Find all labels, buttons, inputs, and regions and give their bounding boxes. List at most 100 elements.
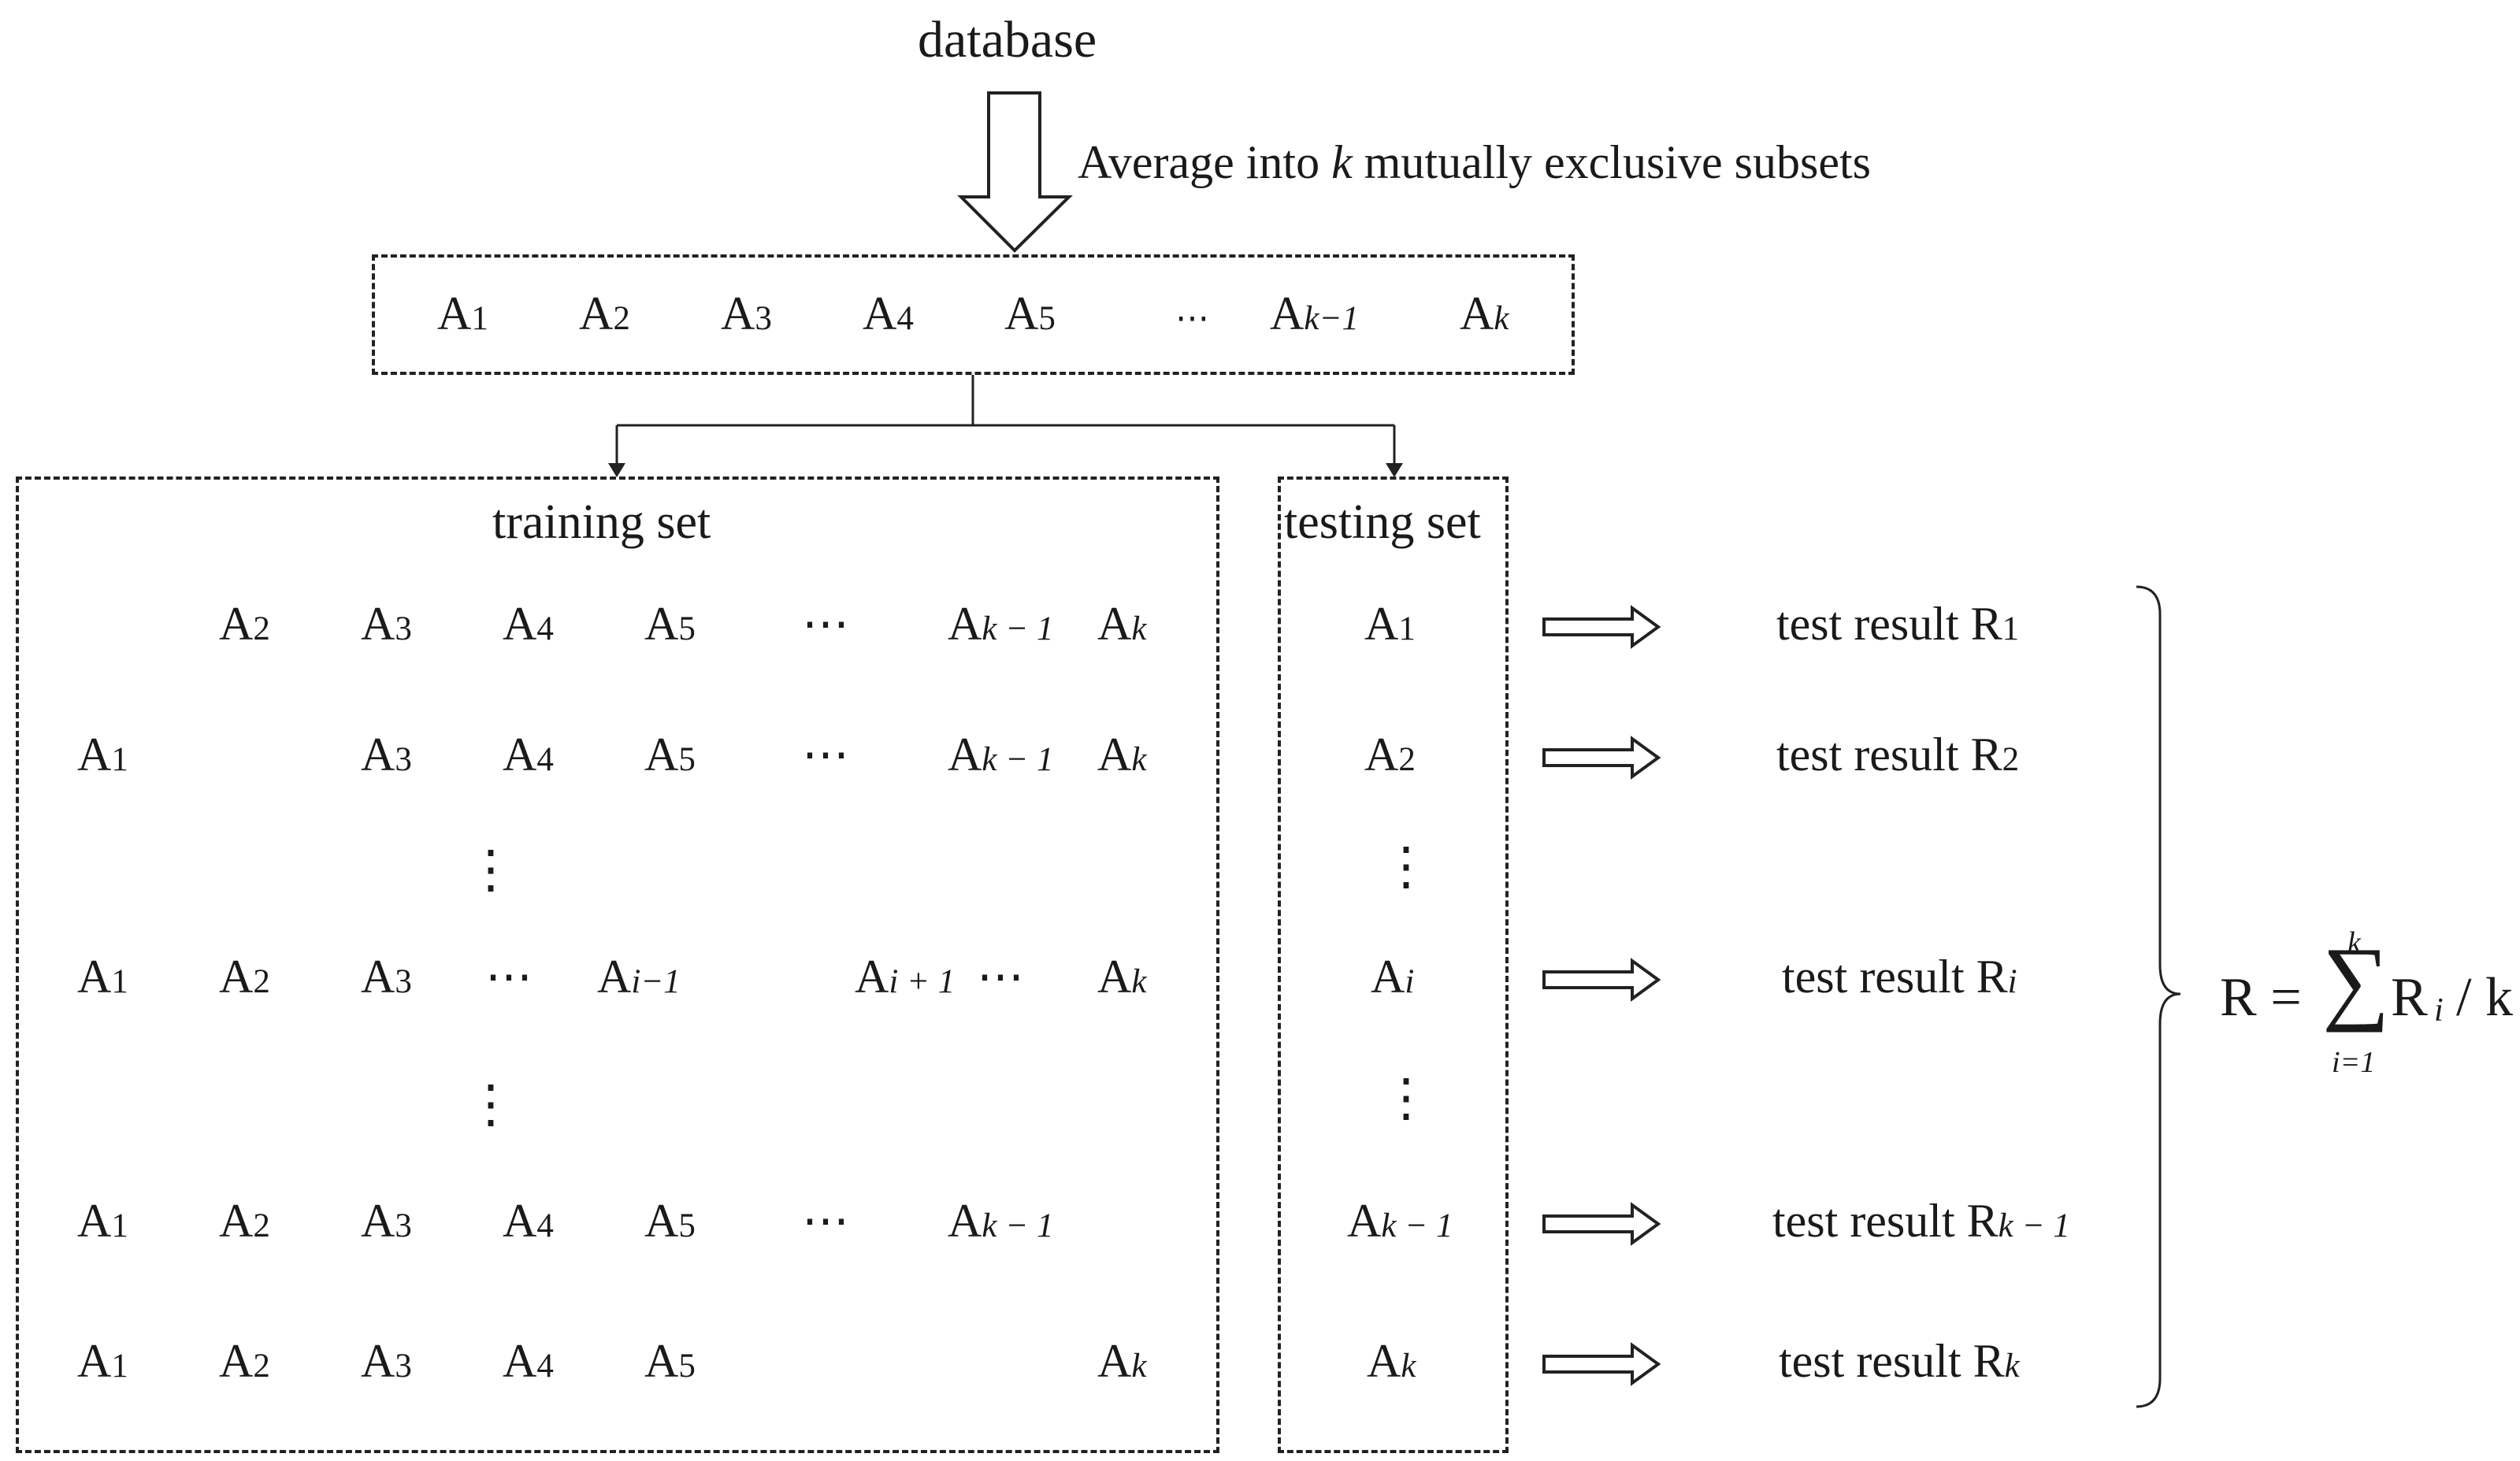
training-cell-r1-c3-subscript: 4 xyxy=(536,741,554,778)
training-cell-r1-c2-base: A xyxy=(361,729,395,781)
test-result-subscript-3: k − 1 xyxy=(1998,1207,2070,1244)
testing-cell-2-subscript: i xyxy=(1405,963,1415,1000)
training-cell-r4-c0-base: A xyxy=(77,1335,112,1387)
training-cell-r3-c2: A3 xyxy=(361,1197,412,1244)
training-cell-r2-c5-base: A xyxy=(855,951,889,1003)
split-label: Average into k mutually exclusive subset… xyxy=(1078,139,1871,186)
training-cell-r2-c1-base: A xyxy=(219,951,254,1003)
formula-upper: k xyxy=(2347,926,2361,959)
training-cell-r4-c3: A4 xyxy=(503,1337,554,1385)
subset-3-base: A xyxy=(863,287,897,339)
training-cell-r2-c5: Ai + 1 xyxy=(855,953,955,1000)
testing-cell-2-base: A xyxy=(1371,951,1405,1003)
training-cell-r1-c5: ⋯ xyxy=(802,731,849,778)
training-cell-r3-c3-subscript: 4 xyxy=(536,1207,554,1244)
testing-set-box xyxy=(1278,476,1509,1453)
subset-3: A4 xyxy=(863,290,914,337)
training-cell-r3-c6: Ak − 1 xyxy=(948,1197,1053,1244)
training-cell-r2-c6: ⋯ xyxy=(977,953,1024,1000)
subset-7-base: A xyxy=(1460,287,1494,339)
training-cell-r0-c1-subscript: 2 xyxy=(253,610,270,647)
training-cell-r0-c4: A5 xyxy=(644,600,696,647)
testing-cell-1-subscript: 2 xyxy=(1398,741,1416,778)
training-cell-r1-c7-subscript: k xyxy=(1131,741,1147,778)
training-cell-r4-c7-base: A xyxy=(1097,1335,1132,1387)
training-cell-r3-c1-subscript: 2 xyxy=(253,1207,270,1244)
subset-5: ⋯ xyxy=(1175,290,1209,337)
subset-7: Ak xyxy=(1460,290,1509,337)
training-cell-r0-c3-subscript: 4 xyxy=(536,610,554,647)
training-cell-r2-c0: A1 xyxy=(77,953,128,1000)
training-cell-r4-c4-base: A xyxy=(644,1335,679,1387)
training-cell-r4-c4-subscript: 5 xyxy=(678,1348,696,1385)
test-result-subscript-4: k xyxy=(2004,1348,2020,1385)
training-cell-r4-c1-base: A xyxy=(219,1335,254,1387)
test-result-0: test result R1 xyxy=(1776,600,2019,647)
training-cell-r0-c7-subscript: k xyxy=(1131,610,1147,647)
subset-4-subscript: 5 xyxy=(1038,300,1056,337)
training-cell-r4-c0: A1 xyxy=(77,1337,128,1385)
training-cell-r4-c2-base: A xyxy=(361,1335,395,1387)
training-cell-r4-c7: Ak xyxy=(1097,1337,1146,1385)
formula-sigma: ∑ xyxy=(2322,928,2390,1033)
training-cell-r1-c3-base: A xyxy=(503,729,537,781)
test-result-label-1: test result R xyxy=(1776,729,2002,781)
subset-5-subscript: ⋯ xyxy=(1175,300,1209,337)
training-cell-r0-c5-base: ⋯ xyxy=(802,598,849,650)
training-cell-r2-c7-base: A xyxy=(1097,951,1132,1003)
result-arrow-1 xyxy=(1542,736,1661,780)
result-arrow-0 xyxy=(1542,605,1661,649)
training-cell-r1-c6-base: A xyxy=(948,729,982,781)
training-cell-r0-c1: A2 xyxy=(219,600,270,647)
test-result-1: test result R2 xyxy=(1776,731,2019,778)
formula-lower: i=1 xyxy=(2332,1046,2376,1079)
training-cell-r2-c3: ⋯ xyxy=(485,953,533,1000)
formula-tail: / k xyxy=(2456,967,2513,1028)
subset-2-subscript: 3 xyxy=(755,300,772,337)
training-set-box xyxy=(16,476,1219,1453)
training-vdots-0: ⋮ xyxy=(465,841,517,899)
test-result-subscript-2: i xyxy=(2007,963,2017,1000)
training-cell-r4-c3-base: A xyxy=(503,1335,537,1387)
training-cell-r2-c4: Ai−1 xyxy=(597,953,681,1000)
test-result-label-4: test result R xyxy=(1779,1335,2005,1387)
training-cell-r3-c1-base: A xyxy=(219,1195,254,1247)
training-cell-r2-c2-subscript: 3 xyxy=(395,963,412,1000)
training-cell-r0-c2-base: A xyxy=(361,598,395,650)
testing-cell-1: A2 xyxy=(1364,731,1416,778)
subset-1-base: A xyxy=(579,287,614,339)
training-cell-r3-c2-base: A xyxy=(361,1195,395,1247)
split-label-pre: Average into xyxy=(1078,136,1332,188)
training-cell-r4-c1: A2 xyxy=(219,1337,270,1385)
training-cell-r4-c1-subscript: 2 xyxy=(253,1348,270,1385)
split-arrow xyxy=(957,91,1073,253)
testing-cell-4: Ak xyxy=(1367,1337,1416,1385)
training-cell-r1-c3: A4 xyxy=(503,731,554,778)
split-label-post: mutually exclusive subsets xyxy=(1352,136,1871,188)
training-cell-r3-c6-base: A xyxy=(948,1195,982,1247)
training-cell-r2-c2: A3 xyxy=(361,953,412,1000)
test-result-subscript-1: 2 xyxy=(2002,741,2020,778)
training-cell-r1-c7-base: A xyxy=(1097,729,1132,781)
training-cell-r3-c5-base: ⋯ xyxy=(802,1195,849,1247)
formula-term: R xyxy=(2391,967,2428,1028)
training-cell-r1-c2: A3 xyxy=(361,731,412,778)
result-arrow-4 xyxy=(1542,1342,1661,1386)
training-cell-r1-c4-base: A xyxy=(644,729,679,781)
formula-term-sub: i xyxy=(2434,992,2444,1029)
subset-6-subscript: k−1 xyxy=(1304,300,1359,337)
training-cell-r3-c1: A2 xyxy=(219,1197,270,1244)
training-vdots-1: ⋮ xyxy=(465,1076,517,1133)
subset-0-base: A xyxy=(437,287,472,339)
training-cell-r4-c7-subscript: k xyxy=(1131,1348,1147,1385)
training-cell-r1-c6: Ak − 1 xyxy=(948,731,1053,778)
subset-0-subscript: 1 xyxy=(471,300,488,337)
test-result-label-3: test result R xyxy=(1772,1195,1999,1247)
subset-1-subscript: 2 xyxy=(613,300,630,337)
training-cell-r4-c2-subscript: 3 xyxy=(395,1348,412,1385)
split-label-var: k xyxy=(1331,136,1353,188)
testing-cell-0-base: A xyxy=(1364,598,1399,650)
testing-set-title: testing set xyxy=(1284,495,1481,549)
subset-4: A5 xyxy=(1004,290,1056,337)
